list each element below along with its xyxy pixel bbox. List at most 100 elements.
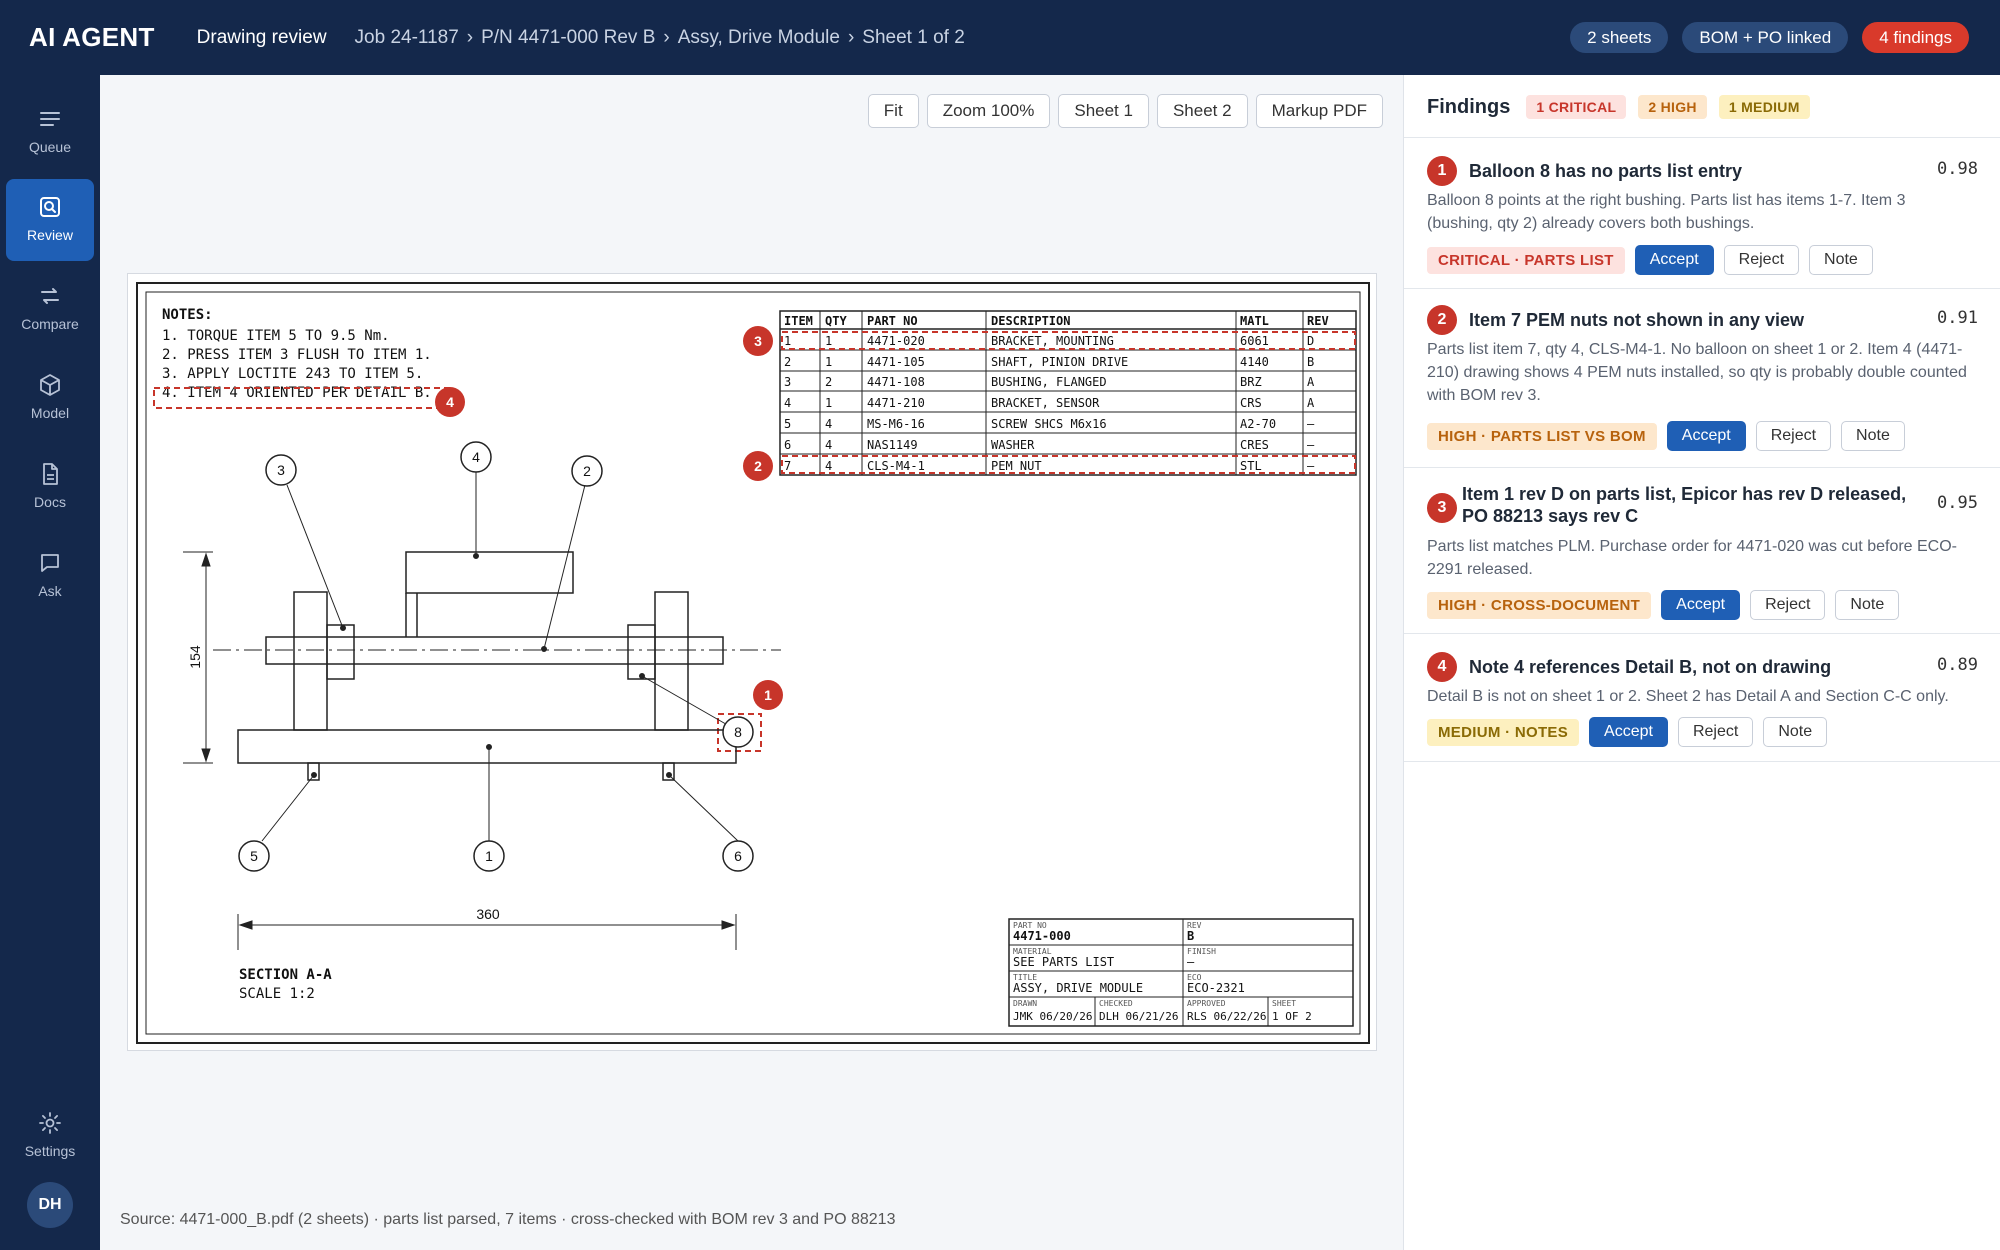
reject-button[interactable]: Reject xyxy=(1723,245,1800,275)
accept-button[interactable]: Accept xyxy=(1666,421,1746,451)
accept-button[interactable]: Accept xyxy=(1634,245,1714,275)
nav-label: Review xyxy=(27,227,73,243)
nav-settings[interactable]: Settings xyxy=(6,1095,94,1177)
balloon-2[interactable]: 2 xyxy=(571,455,603,487)
nav-compare[interactable]: Compare xyxy=(6,268,94,350)
svg-text:2: 2 xyxy=(784,355,791,369)
balloon-8[interactable]: 8 xyxy=(722,716,754,748)
note-button[interactable]: Note xyxy=(1763,717,1828,747)
findings-header: Findings 1 CRITICAL 2 HIGH 1 MEDIUM xyxy=(1427,95,1810,119)
balloon-4[interactable]: 4 xyxy=(460,441,492,473)
svg-text:4471-210: 4471-210 xyxy=(867,396,925,410)
nav-queue[interactable]: Queue xyxy=(6,91,94,173)
highlight-parts-row-7[interactable] xyxy=(781,455,1356,474)
note-button[interactable]: Note xyxy=(1835,590,1900,620)
review-icon xyxy=(40,197,60,217)
svg-text:CRS: CRS xyxy=(1240,396,1262,410)
finding-title-line-2: PO 88213 says rev C xyxy=(1462,506,1639,526)
svg-text:CLS-M4-1: CLS-M4-1 xyxy=(867,459,925,473)
finding-marker-2[interactable]: 2 xyxy=(743,451,773,481)
balloon-1[interactable]: 1 xyxy=(473,840,505,872)
finding-card-3[interactable]: 3 Item 1 rev D on parts list, Epicor has… xyxy=(1404,467,2000,633)
note-button[interactable]: Note xyxy=(1841,421,1905,451)
screw-right-outline xyxy=(662,762,675,781)
drawing-sheet[interactable]: NOTES: 1. TORQUE ITEM 5 TO 9.5 Nm. 2. PR… xyxy=(127,273,1377,1051)
breadcrumb-part[interactable]: P/N 4471-000 Rev B xyxy=(481,26,656,48)
accept-button[interactable]: Accept xyxy=(1589,717,1668,747)
svg-text:NAS1149: NAS1149 xyxy=(867,438,918,452)
fit-button[interactable]: Fit xyxy=(867,94,919,128)
nav-model[interactable]: Model xyxy=(6,357,94,439)
top-badges: 2 sheets BOM + PO linked 4 findings xyxy=(1570,22,1969,53)
svg-text:1: 1 xyxy=(825,334,832,348)
page-title: Drawing review xyxy=(196,26,327,48)
critical-count-tag[interactable]: 1 CRITICAL xyxy=(1526,95,1627,119)
breadcrumb-assembly[interactable]: Assy, Drive Module xyxy=(677,26,840,48)
sheet-2-button[interactable]: Sheet 2 xyxy=(1156,94,1248,128)
screw-left-outline xyxy=(307,762,320,781)
svg-text:1: 1 xyxy=(825,355,832,369)
linked-badge[interactable]: BOM + PO linked xyxy=(1682,22,1849,53)
note-line: 2. PRESS ITEM 3 FLUSH TO ITEM 1. xyxy=(162,347,432,363)
breadcrumb-separator: › xyxy=(847,26,855,48)
user-avatar[interactable]: DH xyxy=(27,1182,73,1228)
svg-text:B: B xyxy=(1307,355,1314,369)
accept-button[interactable]: Accept xyxy=(1661,590,1741,620)
finding-marker-1[interactable]: 1 xyxy=(753,680,783,710)
finding-card-4[interactable]: 4 Note 4 references Detail B, not on dra… xyxy=(1404,633,2000,761)
zoom-button[interactable]: Zoom 100% xyxy=(926,94,1051,128)
breadcrumb-job[interactable]: Job 24-1187 xyxy=(354,26,459,48)
reject-button[interactable]: Reject xyxy=(1755,421,1832,451)
svg-text:6: 6 xyxy=(734,848,742,864)
svg-text:MS-M6-16: MS-M6-16 xyxy=(867,417,925,431)
high-count-tag[interactable]: 2 HIGH xyxy=(1638,95,1707,119)
finding-confidence: 0.95 xyxy=(1937,493,1978,513)
sheet-1-button[interactable]: Sheet 1 xyxy=(1058,94,1149,128)
nav-review[interactable]: Review xyxy=(6,179,94,261)
severity-tag: MEDIUM · NOTES xyxy=(1427,718,1580,746)
svg-text:1: 1 xyxy=(825,396,832,410)
divider xyxy=(1404,761,2000,762)
finding-card-1[interactable]: 1 Balloon 8 has no parts list entry 0.98… xyxy=(1404,137,2000,288)
svg-text:3: 3 xyxy=(277,462,285,478)
reject-button[interactable]: Reject xyxy=(1750,590,1826,620)
col-header-description: DESCRIPTION xyxy=(991,314,1070,328)
findings-count-badge[interactable]: 4 findings xyxy=(1862,22,1969,53)
nav-ask[interactable]: Ask xyxy=(6,535,94,617)
svg-text:SHEET: SHEET xyxy=(1272,999,1296,1008)
highlight-balloon-8[interactable] xyxy=(717,713,762,752)
finding-title: Note 4 references Detail B, not on drawi… xyxy=(1469,657,1832,677)
note-button[interactable]: Note xyxy=(1809,245,1873,275)
title-block-title: ASSY, DRIVE MODULE xyxy=(1013,981,1143,995)
markup-pdf-button[interactable]: Markup PDF xyxy=(1255,94,1383,128)
svg-text:6061: 6061 xyxy=(1240,334,1269,348)
balloon-5[interactable]: 5 xyxy=(238,840,270,872)
finding-card-2[interactable]: 2 Item 7 PEM nuts not shown in any view … xyxy=(1404,288,2000,541)
svg-text:TITLE: TITLE xyxy=(1013,973,1037,982)
svg-text:4: 4 xyxy=(472,449,480,465)
medium-count-tag[interactable]: 1 MEDIUM xyxy=(1718,95,1810,119)
balloon-3[interactable]: 3 xyxy=(265,454,297,486)
svg-text:SHAFT, PINION DRIVE: SHAFT, PINION DRIVE xyxy=(991,355,1128,369)
sheets-badge[interactable]: 2 sheets xyxy=(1570,22,1669,53)
top-bar: AI AGENT Drawing review Job 24-1187 › P/… xyxy=(0,0,2000,75)
svg-text:2: 2 xyxy=(583,463,591,479)
breadcrumb: Job 24-1187 › P/N 4471-000 Rev B › Assy,… xyxy=(355,27,965,49)
svg-text:3: 3 xyxy=(754,333,762,349)
divider xyxy=(1404,633,2000,634)
reject-button[interactable]: Reject xyxy=(1677,717,1754,747)
compare-icon xyxy=(41,288,59,304)
finding-marker-3[interactable]: 3 xyxy=(743,326,773,356)
highlight-parts-row-1[interactable] xyxy=(781,331,1356,350)
balloon-6[interactable]: 6 xyxy=(722,840,754,872)
nav-docs[interactable]: Docs xyxy=(6,446,94,528)
finding-marker-4[interactable]: 4 xyxy=(435,387,465,417)
scale-label: SCALE 1:2 xyxy=(239,986,315,1002)
